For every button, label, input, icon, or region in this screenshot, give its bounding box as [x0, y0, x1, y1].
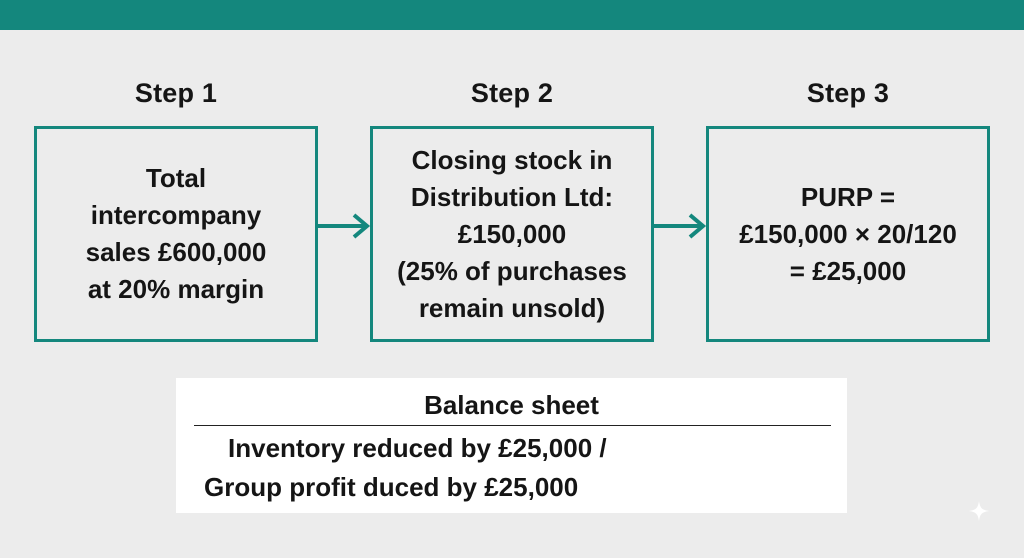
top-accent-bar	[0, 0, 1024, 30]
arrow-right-icon	[654, 213, 707, 239]
step-1-box: Total intercompany sales £600,000 at 20%…	[34, 126, 318, 342]
step-3-title: Step 3	[806, 78, 890, 108]
step-1-title: Step 1	[134, 78, 218, 108]
step-2-text: Closing stock in Distribution Ltd: £150,…	[397, 144, 627, 323]
step-2-title: Step 2	[470, 78, 554, 108]
step-1-text: Total intercompany sales £600,000 at 20%…	[85, 163, 267, 304]
arrow-right-icon	[318, 213, 371, 239]
step-2-box: Closing stock in Distribution Ltd: £150,…	[370, 126, 654, 342]
balance-sheet-panel: Balance sheet Inventory reduced by £25,0…	[176, 378, 847, 513]
balance-sheet-title: Balance sheet	[424, 390, 599, 420]
step-3-text: PURP = £150,000 × 20/120 = £25,000	[739, 181, 957, 286]
sparkle-icon	[969, 501, 989, 521]
balance-sheet-line-group-profit: Group profit duced by £25,000	[204, 472, 579, 502]
balance-sheet-line-inventory: Inventory reduced by £25,000 /	[228, 433, 607, 463]
balance-sheet-divider	[194, 425, 831, 426]
step-3-box: PURP = £150,000 × 20/120 = £25,000	[706, 126, 990, 342]
